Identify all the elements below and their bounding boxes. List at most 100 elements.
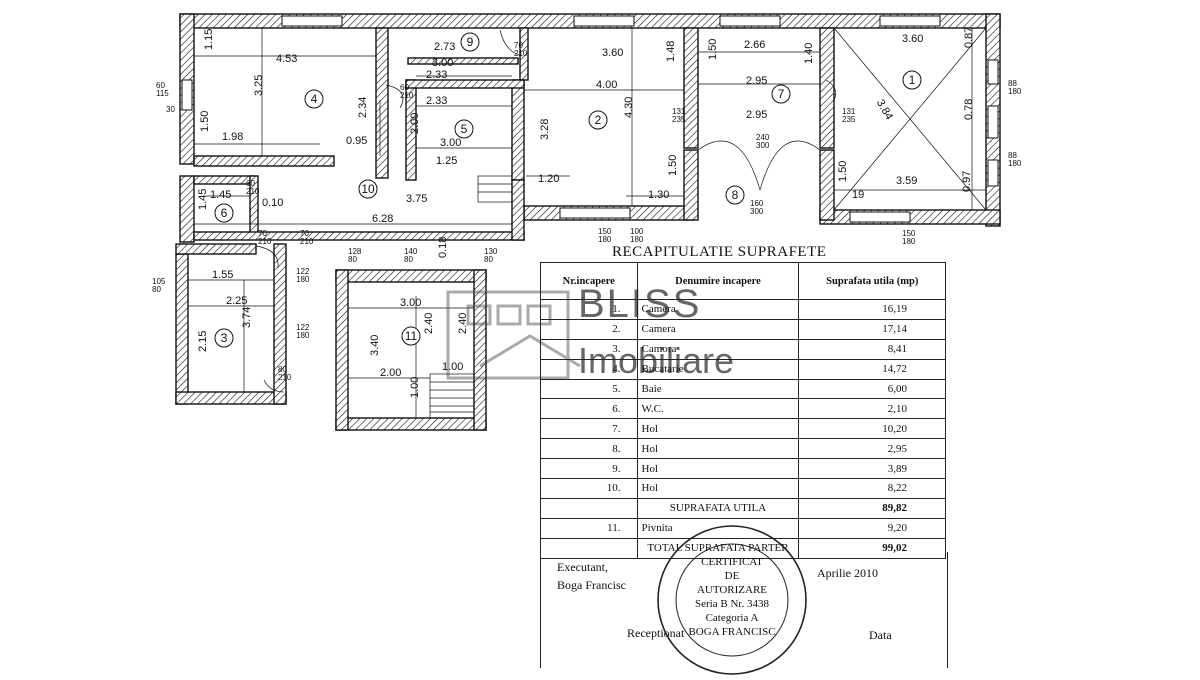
dim-label: 0.97	[961, 171, 973, 192]
room-6-label: 6	[221, 206, 228, 220]
dim-label: 0.18	[437, 237, 449, 258]
dim-label: 2.00	[409, 113, 421, 134]
dim-label: 2.33	[426, 69, 447, 81]
cell-nr: 2.	[540, 318, 638, 340]
total-value: 99,02	[798, 537, 946, 559]
dim-label: 0.95	[346, 135, 367, 147]
room-7-label: 7	[778, 87, 785, 101]
cell-area: 2,95	[798, 438, 946, 460]
cell-name: Camera	[636, 299, 800, 320]
cell-area: 8,22	[798, 478, 946, 499]
opening-label: 30	[166, 105, 175, 114]
dim-label: 3.84	[874, 98, 895, 123]
cell-nr: 3.	[540, 338, 638, 360]
dim-label: 1.48	[665, 41, 677, 62]
cell-name: Hol	[636, 418, 800, 440]
dim-label: 3.60	[902, 33, 923, 45]
col-header-nr: Nr.incapere	[540, 262, 638, 300]
signature-area: Executant, Boga Francisc Aprilie 2010 Re…	[540, 552, 948, 668]
dim-label: 3.28	[539, 119, 551, 140]
dim-label: 3.59	[896, 175, 917, 187]
executant-label: Executant,	[557, 560, 608, 574]
cell-nr: 10.	[540, 478, 638, 499]
dim-label: 0.10	[262, 197, 283, 209]
dim-label: 0.87	[963, 27, 975, 48]
cell-nr: 7.	[540, 418, 638, 440]
dim-label: 3.60	[602, 47, 623, 59]
authorization-stamp: CERTIFICAT DE AUTORIZARE Seria B Nr. 343…	[652, 520, 812, 680]
cell-nr: 9.	[540, 458, 638, 480]
dim-label: 2.00	[380, 367, 401, 379]
dim-label: 3.74	[241, 307, 253, 328]
cell-area: 6,00	[798, 378, 946, 400]
stairs	[429, 175, 513, 419]
room-3-label: 3	[221, 331, 228, 345]
stamp-line-2: DE	[724, 570, 740, 582]
col-header-name: Denumire incapere	[636, 262, 800, 300]
cell-name: Hol	[636, 478, 800, 499]
dim-label: 1.25	[436, 155, 457, 167]
windows	[181, 15, 999, 223]
room-4-label: 4	[311, 92, 318, 106]
dim-label: 3.00	[440, 137, 461, 149]
cell-area: 17,14	[798, 318, 946, 340]
data-label: Data	[869, 628, 892, 642]
dim-label: 0.78	[963, 99, 975, 120]
utila-value: 89,82	[798, 497, 946, 519]
cell-area: 9,20	[798, 517, 946, 539]
cell-nr: 11.	[540, 517, 638, 539]
dim-label: 4.53	[276, 53, 297, 65]
cell-nr: 4.	[540, 358, 638, 380]
cell-area: 8,41	[798, 338, 946, 360]
table-row: 6.W.C.2,10	[540, 398, 946, 420]
dim-label: 1.55	[212, 269, 233, 281]
dim-label: 2.95	[746, 109, 767, 121]
cell-nr: 6.	[540, 398, 638, 420]
dim-label: 1.00	[442, 361, 463, 373]
cell-name: Camera	[636, 318, 800, 340]
utila-label: SUPRAFATA UTILA	[636, 497, 800, 519]
room-2-label: 2	[595, 113, 602, 127]
dim-label: 1.30	[648, 189, 669, 201]
stamp-line-6: BOGA FRANCISC	[688, 626, 776, 638]
dim-label: 2.33	[426, 95, 447, 107]
dim-label: 6.28	[372, 213, 393, 225]
receptionat-label: Receptionat	[627, 626, 685, 640]
room-11-label: 11	[405, 329, 418, 343]
cell-area: 2,10	[798, 398, 946, 420]
stamp-line-5: Categoria A	[705, 612, 759, 624]
cell-name: Camora	[636, 338, 800, 360]
dim-label: 1.45	[197, 189, 209, 210]
cell-nr: 8.	[540, 438, 638, 460]
dim-label: 2.25	[226, 295, 247, 307]
dim-label: 1.15	[203, 29, 215, 50]
executant-date: Aprilie 2010	[817, 566, 878, 580]
cell-name: Hol	[636, 458, 800, 480]
dim-label: 1.50	[837, 161, 849, 182]
col-header-area: Suprafata utila (mp)	[798, 262, 946, 300]
dim-label: 3.75	[406, 193, 427, 205]
dim-label: 2.66	[744, 39, 765, 51]
dim-label: 2.40	[457, 313, 469, 334]
